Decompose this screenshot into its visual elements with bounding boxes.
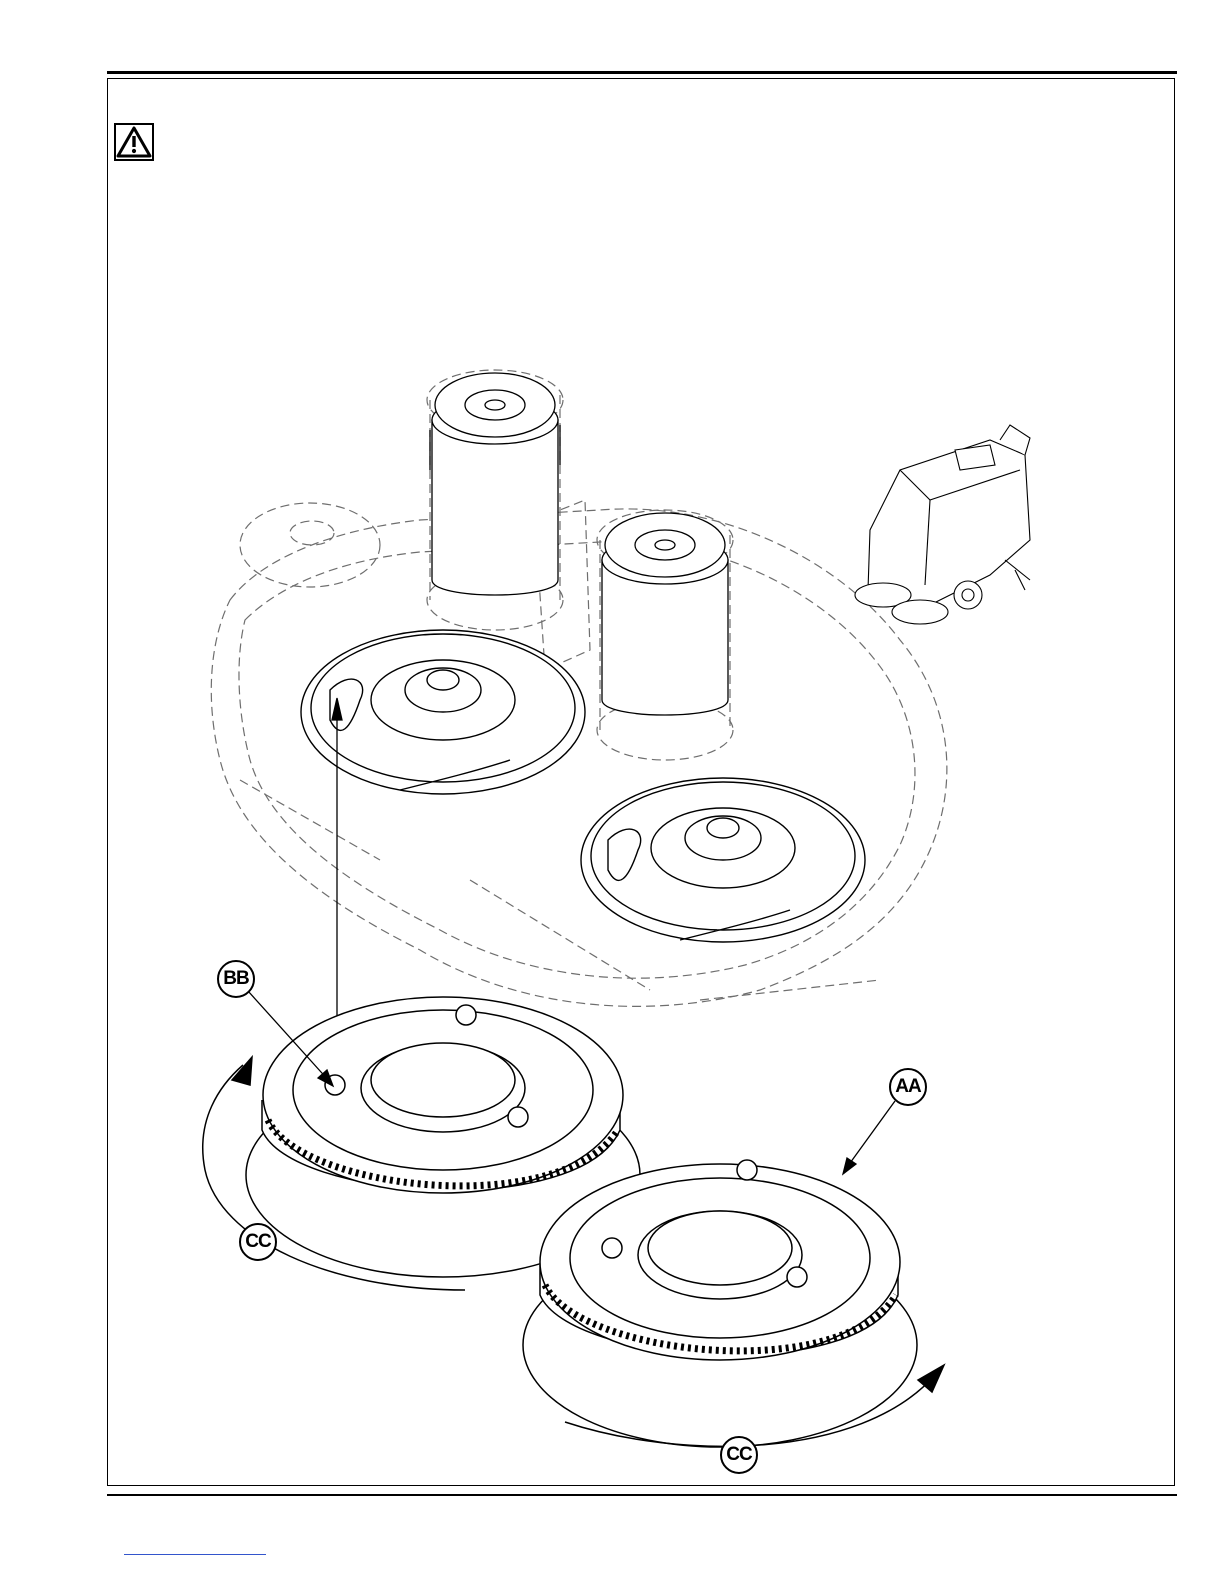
callout-pad-driver-aa: AA: [889, 1068, 927, 1106]
callout-rotation-cc-left: CC: [239, 1223, 277, 1261]
callout-rotation-cc-right: CC: [720, 1436, 758, 1474]
pad-driver-right: [523, 1160, 917, 1447]
motor-right: [602, 513, 728, 715]
drive-plate-left: [301, 630, 585, 794]
floor-scrubber-inset: [855, 425, 1030, 624]
callout-screw-bb: BB: [217, 960, 255, 998]
motor-left: [430, 373, 560, 595]
drive-plate-right: [581, 778, 865, 942]
